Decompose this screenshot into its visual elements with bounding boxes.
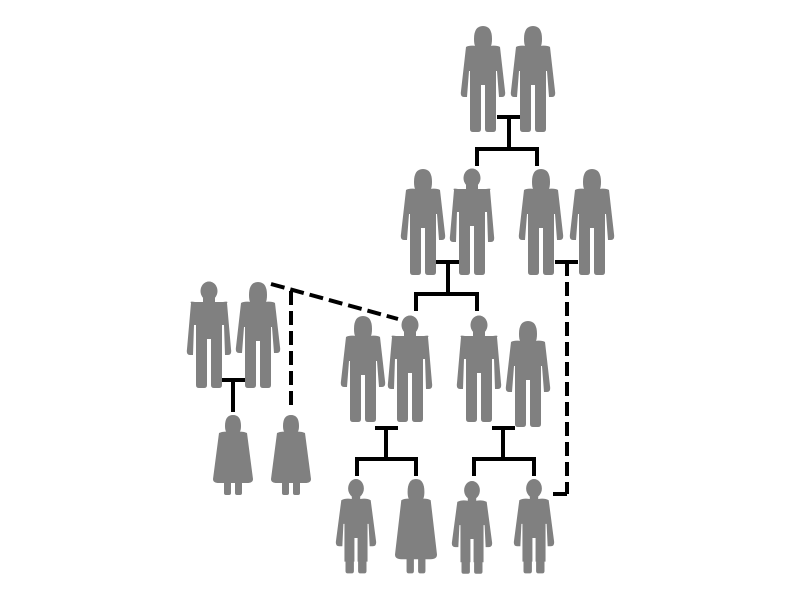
person-icon [505, 321, 551, 427]
person-icon [235, 282, 281, 388]
person-icon [213, 415, 253, 495]
couple-connector-gen3-b [472, 426, 536, 476]
connector-lines [222, 115, 578, 496]
person-icon [451, 481, 493, 574]
person-icon [400, 169, 446, 275]
person-icon [186, 281, 232, 388]
couple-connector-side [222, 378, 245, 412]
people [186, 26, 615, 574]
person-icon [271, 415, 311, 495]
person-icon [513, 479, 555, 574]
person-icon [569, 169, 615, 275]
person-icon [387, 315, 433, 422]
person-icon [456, 315, 502, 422]
couple-connector-gen3-a [355, 426, 418, 476]
person-icon [335, 479, 377, 574]
person-icon [449, 168, 495, 275]
couple-connector-son [414, 260, 479, 311]
person-icon [395, 479, 437, 574]
couple-connector-grandparents [475, 115, 539, 166]
person-icon [518, 169, 564, 275]
person-icon [340, 316, 386, 422]
dashed-link-side-woman-to-gen3 [270, 282, 399, 321]
dashed-links [270, 262, 569, 496]
